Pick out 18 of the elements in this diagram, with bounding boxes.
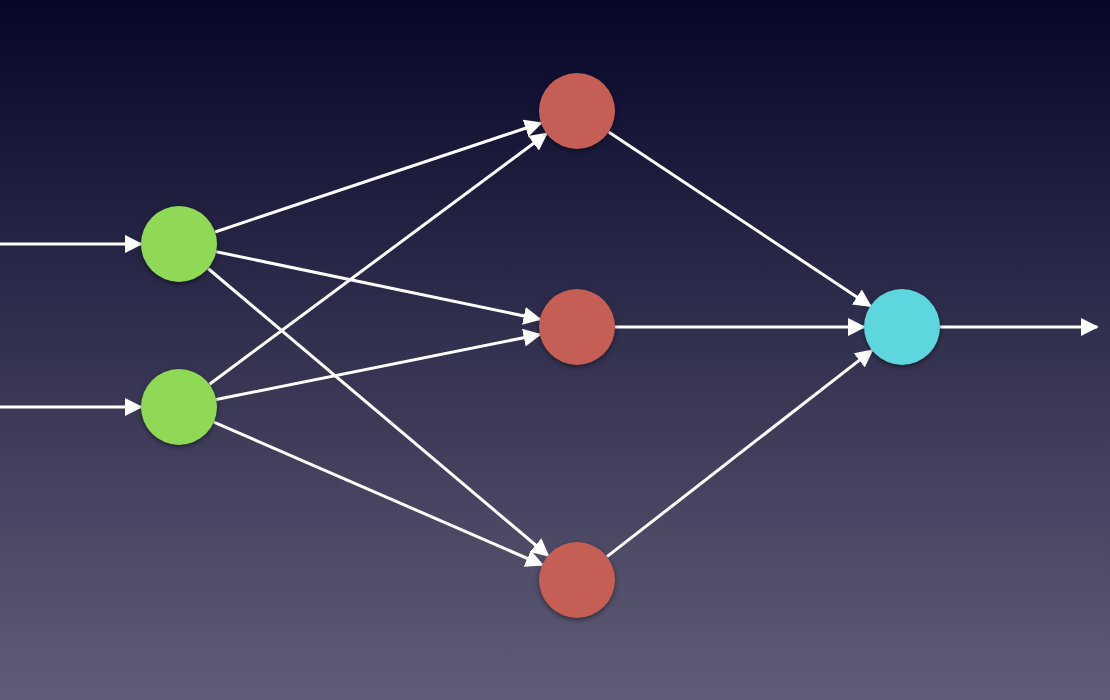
arrow [208, 132, 548, 386]
arrow [607, 130, 872, 308]
arrow [0, 235, 143, 253]
neuron-circle [539, 73, 615, 149]
neuron-circle [141, 206, 217, 282]
arrow [606, 349, 874, 558]
arrow [215, 328, 542, 401]
neuron-circle [539, 542, 615, 618]
arrow [615, 318, 866, 336]
arrow [207, 267, 550, 557]
arrow [213, 420, 544, 567]
arrow [215, 250, 542, 325]
arrow [214, 119, 543, 234]
arrow [940, 318, 1099, 336]
neuron-circle [864, 289, 940, 365]
neuron-circle [141, 369, 217, 445]
arrow [0, 398, 143, 416]
neuron-circle [539, 289, 615, 365]
